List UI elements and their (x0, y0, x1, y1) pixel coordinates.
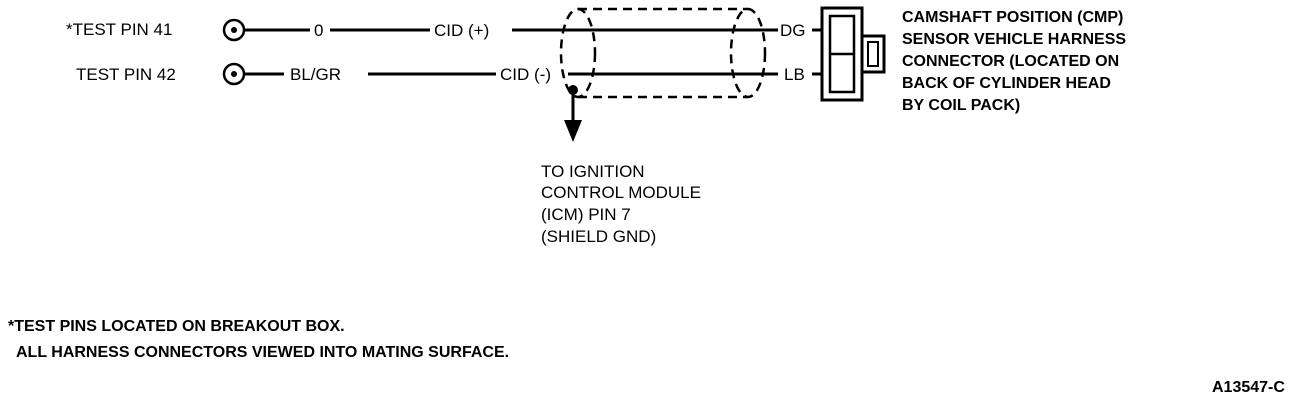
shield-outline (559, 7, 767, 99)
ground-label-line: (SHIELD GND) (541, 227, 656, 246)
test-pin-42-terminal-icon (222, 62, 246, 86)
connector-label-line: CAMSHAFT POSITION (CMP) (902, 9, 1123, 26)
test-pin-41-label: *TEST PIN 41 (66, 20, 172, 39)
note-line: ALL HARNESS CONNECTORS VIEWED INTO MATIN… (16, 344, 509, 361)
ground-label-line: TO IGNITION (541, 162, 645, 181)
connector-label-line: SENSOR VEHICLE HARNESS (902, 31, 1126, 48)
ground-label-line: CONTROL MODULE (541, 183, 701, 202)
ground-label: TO IGNITION CONTROL MODULE (ICM) PIN 7 (… (541, 162, 701, 246)
ground-label-line: (ICM) PIN 7 (541, 205, 631, 224)
bottom-wire-color-label: BL/GR (290, 65, 341, 84)
figure-id: A13547-C (1212, 379, 1285, 396)
connector-label: CAMSHAFT POSITION (CMP) SENSOR VEHICLE H… (902, 9, 1126, 114)
connector-label-line: BACK OF CYLINDER HEAD (902, 75, 1111, 92)
test-pin-41-terminal-icon (222, 18, 246, 42)
top-wire-end-label: DG (780, 21, 806, 40)
test-pin-42-label: TEST PIN 42 (76, 65, 176, 84)
cmp-connector-icon (820, 6, 886, 102)
top-wire-cid-label: CID (+) (434, 21, 489, 40)
top-wire-color-label: 0 (314, 21, 323, 40)
note-line: *TEST PINS LOCATED ON BREAKOUT BOX. (8, 318, 345, 335)
bottom-wire-cid-label: CID (-) (500, 65, 551, 84)
bottom-wire-end-label: LB (784, 65, 805, 84)
shield-ground-arrow-icon (564, 85, 582, 142)
connector-label-line: CONNECTOR (LOCATED ON (902, 53, 1119, 70)
connector-label-line: BY COIL PACK) (902, 97, 1020, 114)
